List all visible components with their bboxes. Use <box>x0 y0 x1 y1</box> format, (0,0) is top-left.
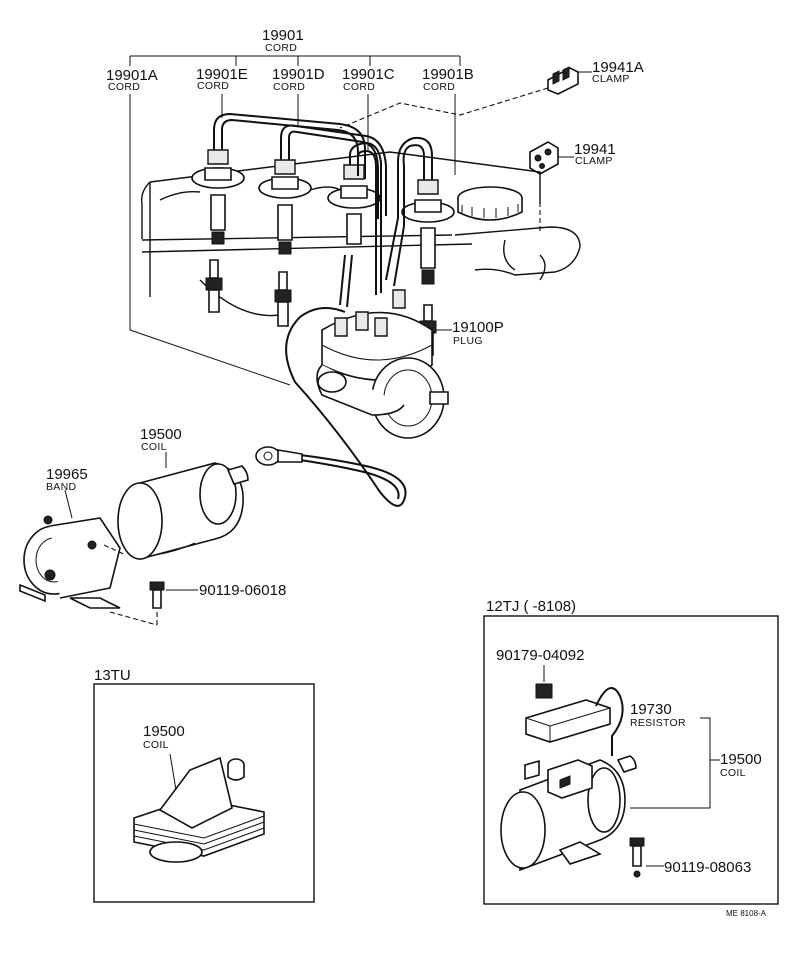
spark-plug-2 <box>274 271 292 327</box>
cord-group-bracket <box>129 55 461 66</box>
cord-group-number: 19901 <box>262 27 304 44</box>
bolt-main <box>149 581 165 609</box>
bolt-12tj-number: 90119-08063 <box>664 859 751 876</box>
main-coil-number: 19500 <box>140 426 182 443</box>
cord-d-name: CORD <box>273 81 305 93</box>
cord-e-number: 19901E <box>196 66 248 83</box>
plug-boot-2 <box>258 159 312 255</box>
clamp-a-number: 19941A <box>592 59 644 76</box>
inset-12tj-title: 12TJ ( -8108) <box>486 598 576 615</box>
coil-12tj-number: 19500 <box>720 751 762 768</box>
spark-plug-1 <box>205 259 223 313</box>
plug-name: PLUG <box>453 335 483 347</box>
cord-e-name: CORD <box>197 80 229 92</box>
cord-a-number: 19901A <box>106 67 158 84</box>
band-number: 19965 <box>46 466 88 483</box>
coil-12tj-name: COIL <box>720 767 746 779</box>
clamp-name: CLAMP <box>575 155 613 167</box>
bolt-12tj <box>629 837 645 878</box>
oil-filler-cap <box>457 186 523 221</box>
inset-13tu-frame <box>93 683 315 903</box>
distributor <box>316 289 449 439</box>
coil-13tu-number: 19500 <box>143 723 185 740</box>
plug-number: 19100P <box>452 319 504 336</box>
coil-13tu-name: COIL <box>143 739 169 751</box>
clamp-a-name: CLAMP <box>592 73 630 85</box>
coil-13tu <box>133 756 265 863</box>
band-coil-dashed-leader <box>103 544 127 556</box>
main-bolt-number: 90119-06018 <box>199 582 286 599</box>
ignition-cords <box>213 112 433 308</box>
cord-c-name: CORD <box>343 81 375 93</box>
coil-band <box>19 515 121 609</box>
cord-d-number: 19901D <box>272 66 325 83</box>
cord-c-number: 19901C <box>342 66 395 83</box>
clamp-a-dashed-leader <box>339 87 549 129</box>
coil-lead-cord <box>255 307 407 507</box>
main-coil-name: COIL <box>141 441 167 453</box>
figure-code: ME 8108-A <box>726 909 767 918</box>
cord-a-name: CORD <box>108 81 140 93</box>
band-name: BAND <box>46 481 76 493</box>
resistor-12tj <box>525 687 624 756</box>
cord-b-number: 19901B <box>422 66 474 83</box>
plug-boot-4 <box>401 179 455 285</box>
plug-boot-3 <box>327 164 381 245</box>
plug-boot-1 <box>191 149 245 245</box>
inset-12tj-frame <box>483 615 779 905</box>
clamp-number: 19941 <box>574 141 616 158</box>
nut-12tj <box>535 683 553 699</box>
inset-13tu-title: 13TU <box>94 667 131 684</box>
cord-b-name: CORD <box>423 81 455 93</box>
clamp-part <box>529 141 559 175</box>
cord-group-name: CORD <box>265 42 297 54</box>
coil-12tj-leader-bracket <box>630 717 711 809</box>
main-ignition-coil <box>117 462 249 561</box>
nut-12tj-number: 90179-04092 <box>496 647 584 664</box>
coil-12tj <box>500 755 637 872</box>
cord-leader-lines <box>129 94 456 386</box>
resistor-name: RESISTOR <box>630 717 686 729</box>
clamp-a-part <box>547 66 579 95</box>
engine-head <box>140 151 581 317</box>
resistor-number: 19730 <box>630 701 672 718</box>
